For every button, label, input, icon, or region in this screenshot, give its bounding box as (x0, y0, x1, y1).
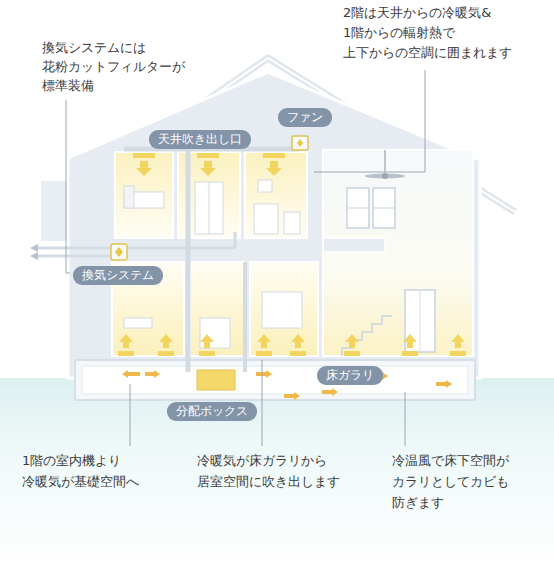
outlet-tag: 天井吹き出し口 (149, 130, 251, 149)
distribution-tag: 分配ボックス (167, 402, 257, 421)
ventilation-tag: 換気システム (73, 266, 163, 285)
grille-tag: 床ガラリ (317, 366, 383, 385)
tag-text: 分配ボックス (176, 404, 248, 418)
callout-note: 冷温風で床下空間が カラリとしてカビも 防ぎます (392, 450, 509, 513)
tag-text: 天井吹き出し口 (158, 132, 242, 146)
fan-tag: ファン (278, 108, 332, 127)
tag-text: 床ガラリ (326, 368, 374, 382)
callout-note: 冷暖気が床ガラリから 居室空間に吹き出します (197, 450, 340, 492)
tag-text: ファン (287, 110, 323, 124)
callout-note: 1階の室内機より 冷暖気が基礎空間へ (22, 450, 139, 492)
callout-note: 2階は天井からの冷暖気& 1階からの輻射熱で 上下からの空調に囲まれます (343, 3, 512, 63)
callout-note: 換気システムには 花粉カットフィルターが 標準装備 (42, 38, 185, 95)
tag-text: 換気システム (82, 268, 154, 282)
